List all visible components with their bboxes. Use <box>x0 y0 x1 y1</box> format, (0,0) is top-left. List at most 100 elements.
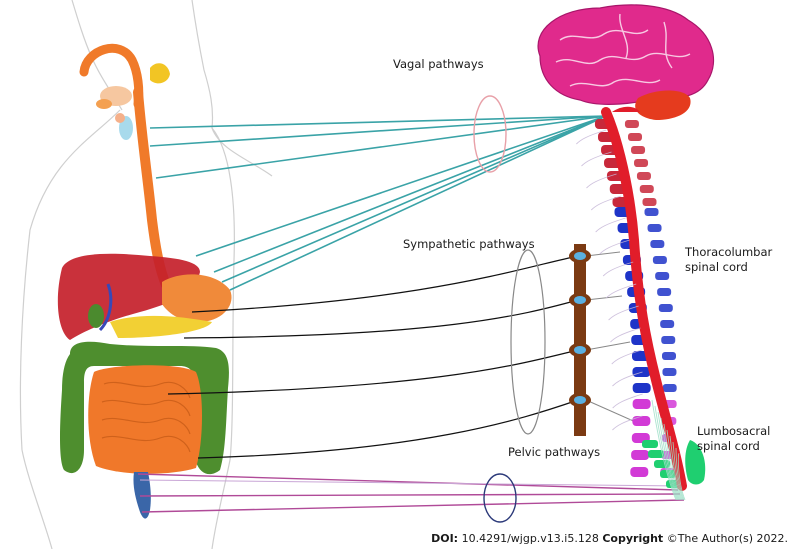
nerve-fiber <box>612 371 643 387</box>
vagal-line <box>229 115 607 291</box>
thoracolumbar-label: Thoracolumbar spinal cord <box>685 245 772 275</box>
cauda-fiber <box>666 429 682 501</box>
vagal-pathways-ellipse <box>473 95 507 173</box>
vertebra <box>632 383 651 393</box>
vertebra-process <box>628 133 643 141</box>
cauda-fiber <box>654 405 678 501</box>
vertebra <box>631 450 650 460</box>
nerve-fiber <box>576 129 607 145</box>
pelvic-line <box>139 493 681 497</box>
vagal-pathway-lines <box>149 115 607 291</box>
vertebra-process <box>650 240 665 248</box>
sympathetic-pathways-ellipse <box>510 249 546 435</box>
thoracolumbar-label-line1: Thoracolumbar <box>685 245 773 259</box>
pelvic-line <box>137 473 679 491</box>
sacrum <box>685 440 706 485</box>
vertebra-process <box>644 208 659 216</box>
vagal-line <box>149 115 607 129</box>
large-intestine <box>60 341 229 475</box>
cauda-fiber <box>657 411 679 501</box>
gallbladder <box>88 304 104 328</box>
vagal-line <box>149 115 607 147</box>
chain-connector <box>585 251 621 257</box>
vertebra-process <box>661 336 676 344</box>
vertebra-process <box>658 304 673 312</box>
vertebra-process <box>662 384 677 392</box>
vagal-line <box>155 115 607 179</box>
nerve-fiber <box>581 151 612 167</box>
credit-line: DOI: 10.4291/wjgp.v13.i5.128 Copyright ©… <box>0 532 788 545</box>
vertebra-process <box>660 320 675 328</box>
pelvic-pathways-ellipse <box>483 473 517 523</box>
chain-connector <box>585 341 631 351</box>
spinal-cord <box>601 107 687 491</box>
brain <box>537 4 715 105</box>
nerve-fiber <box>595 217 626 233</box>
cauda-fiber <box>675 447 685 501</box>
pelvic-pathway-lines <box>137 473 685 513</box>
vertebra-process <box>639 185 654 193</box>
vertebra-process <box>642 198 657 206</box>
nerve-fiber <box>590 195 622 211</box>
doi-value: 10.4291/wjgp.v13.i5.128 <box>461 532 599 545</box>
pelvic-line <box>139 479 683 487</box>
lumbosacral-label: Lumbosacral spinal cord <box>697 424 770 454</box>
vagal-line <box>213 115 607 273</box>
rectum <box>133 472 151 519</box>
nerve-fiber <box>605 283 637 299</box>
vagal-line <box>221 115 607 283</box>
stomach <box>162 274 232 323</box>
sympathetic-pathway-lines <box>167 251 641 459</box>
ganglion <box>574 252 586 260</box>
vertebra-process <box>655 272 670 280</box>
copyright-value: ©The Author(s) 2022. <box>666 532 788 545</box>
nerve-fiber <box>599 239 630 255</box>
cauda-fiber <box>660 417 680 501</box>
vertebra-process <box>647 224 662 232</box>
sacral-vertebra <box>642 440 658 448</box>
sympathetic-line <box>191 255 579 313</box>
vertebral-column <box>594 119 706 488</box>
cauda-equina <box>576 129 686 501</box>
nerve-fiber <box>610 327 641 343</box>
cerebellum <box>635 90 691 120</box>
ganglion <box>574 296 586 304</box>
cauda-fiber <box>669 435 683 501</box>
nerve-fiber <box>612 393 643 409</box>
copyright-label: Copyright <box>602 532 664 545</box>
chain-connector <box>585 399 641 425</box>
sympathetic-line <box>197 399 579 459</box>
sympathetic-pathways-label: Sympathetic pathways <box>403 237 535 251</box>
vertebra-process <box>636 172 651 180</box>
sympathetic-chain <box>569 244 591 436</box>
vertebra-process <box>631 146 646 154</box>
lumbosacral-label-line1: Lumbosacral <box>697 424 771 438</box>
cauda-fiber <box>677 453 686 501</box>
chain-connector <box>585 295 623 301</box>
small-intestine <box>88 365 202 474</box>
nerve-fiber <box>612 415 643 431</box>
ganglion <box>574 396 586 404</box>
sympathetic-line <box>167 349 579 395</box>
cauda-fiber <box>672 441 684 501</box>
vagal-pathways-label: Vagal pathways <box>393 57 484 71</box>
nerve-fiber <box>586 173 617 189</box>
nerve-fiber <box>602 261 634 277</box>
pelvic-line <box>141 499 685 513</box>
doi-label: DOI: <box>431 532 459 545</box>
vertebra <box>632 399 651 409</box>
ganglion <box>574 346 586 354</box>
vertebra-process <box>661 352 676 360</box>
vertebra-process <box>662 368 677 376</box>
nerve-fiber <box>608 305 639 321</box>
cauda-fiber <box>651 399 677 501</box>
head-structures <box>79 43 170 140</box>
vagal-line <box>195 115 607 257</box>
vertebra-process <box>634 159 649 167</box>
thoracolumbar-label-line2: spinal cord <box>685 260 748 274</box>
vertebra <box>630 467 649 477</box>
sacral-vertebra <box>648 450 664 458</box>
sympathetic-line <box>183 299 579 339</box>
